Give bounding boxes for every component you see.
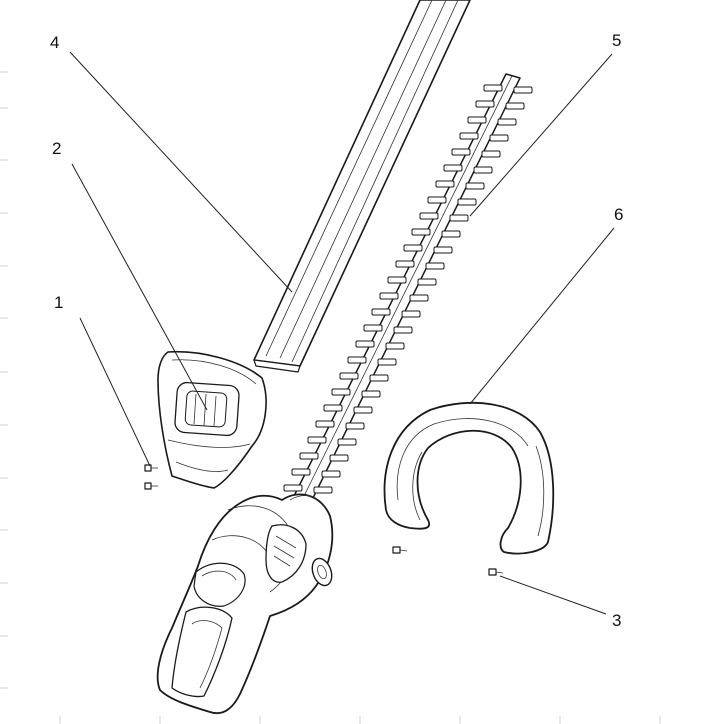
blade-tooth (385, 342, 405, 350)
blade-tooth (387, 276, 407, 284)
leader-1 (79, 317, 151, 467)
blade-tooth (353, 406, 373, 414)
blade-tooth (409, 294, 429, 302)
blade-tooth (425, 262, 445, 270)
blade-tooth (475, 100, 495, 108)
blade-tooth (427, 196, 447, 204)
callout-4: 4 (50, 33, 59, 52)
callout-1: 1 (54, 293, 63, 312)
blade-tooth (345, 422, 365, 430)
blade-tooth (403, 244, 423, 252)
blade-tooth (337, 438, 357, 446)
callout-2: 2 (52, 139, 61, 158)
blade-tooth (331, 388, 351, 396)
blade-tooth (417, 278, 437, 286)
blade-tooth (307, 436, 327, 444)
blade-tooth (355, 340, 375, 348)
leader-6 (469, 227, 615, 405)
blade-tooth (459, 132, 479, 140)
blade-tooth (443, 164, 463, 172)
blade-tooth (465, 182, 485, 190)
blade-tooth (457, 198, 477, 206)
blade-tooth (449, 214, 469, 222)
screws-part-1 (144, 464, 158, 490)
callout-labels: 4 2 1 5 6 3 (50, 31, 623, 630)
blade-tooth (497, 118, 517, 126)
blade-tooth (451, 148, 471, 156)
callout-6: 6 (614, 205, 623, 224)
blade-tooth (299, 452, 319, 460)
blade-tooth (315, 420, 335, 428)
blade-tooth (481, 150, 501, 158)
blade-teeth-right (313, 86, 533, 494)
blade-cover-part (253, 0, 471, 373)
blade-tooth (467, 116, 487, 124)
blade-tooth (377, 358, 397, 366)
blade-tooth (411, 228, 431, 236)
blade-tooth (401, 310, 421, 318)
leader-5 (469, 53, 613, 217)
blade-tooth (321, 470, 341, 478)
blade-tooth (323, 404, 343, 412)
leader-4 (69, 51, 293, 293)
blade-part (283, 73, 533, 501)
blade-tooth (483, 84, 503, 92)
leader-2 (71, 163, 208, 411)
blade-tooth (363, 324, 383, 332)
blade-tooth (339, 372, 359, 380)
blade-tooth (371, 308, 391, 316)
hand-guard-part (157, 350, 267, 489)
blade-tooth (473, 166, 493, 174)
blade-tooth (329, 454, 349, 462)
edge-ticks (0, 71, 661, 724)
blade-tooth (361, 390, 381, 398)
blade-tooth (347, 356, 367, 364)
screws-part-3 (392, 546, 504, 576)
blade-tooth (283, 484, 303, 492)
blade-tooth (393, 326, 413, 334)
callout-5: 5 (612, 31, 621, 50)
blade-tooth (435, 180, 455, 188)
blade-tooth (505, 102, 525, 110)
blade-tooth (313, 486, 333, 494)
main-body-part (156, 493, 334, 715)
leader-3 (499, 575, 607, 615)
blade-tooth (395, 260, 415, 268)
blade-teeth-left (283, 84, 503, 492)
blade-tooth (513, 86, 533, 94)
blade-tooth (489, 134, 509, 142)
blade-tooth (291, 468, 311, 476)
callout-3: 3 (612, 611, 621, 630)
blade-tooth (441, 230, 461, 238)
blade-tooth (433, 246, 453, 254)
leader-lines (69, 51, 615, 615)
blade-tooth (379, 292, 399, 300)
blade-tooth (369, 374, 389, 382)
front-handle-part (383, 401, 555, 555)
blade-tooth (419, 212, 439, 220)
